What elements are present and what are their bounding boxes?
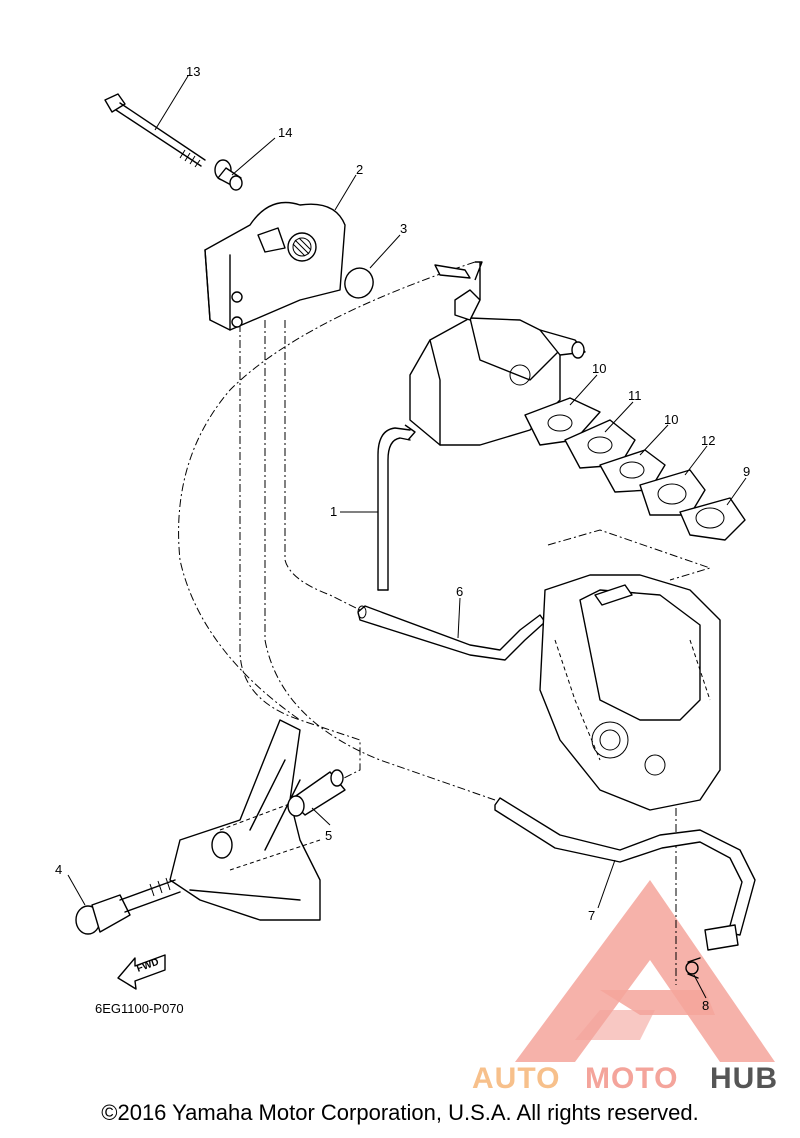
- callout-7: 7: [588, 908, 595, 923]
- callout-14: 5: [325, 828, 332, 843]
- grommet-part-14: [287, 769, 346, 817]
- callout-3: 3: [400, 221, 407, 236]
- callout-1: 1: [330, 504, 337, 519]
- fwd-arrow: FWD: [117, 954, 166, 990]
- watermark-logo: AUTO MOTO HUB: [472, 880, 778, 1095]
- insulator-part-12: [639, 469, 706, 516]
- callout-5: 14: [278, 125, 292, 140]
- drawing-code: 6EG1100-P070: [95, 1001, 184, 1016]
- callout-4: 13: [186, 64, 200, 79]
- callout-12: 12: [701, 433, 715, 448]
- callout-9: 9: [743, 464, 750, 479]
- callout-numbers: 13 14 2 3 1 10 11 10 12 9 6 7 8 4 5: [55, 64, 750, 1013]
- silencer-part-2: [204, 201, 346, 331]
- callout-10b: 10: [664, 412, 678, 427]
- gasket-part-10a: [524, 397, 601, 446]
- hose-part-6: [357, 605, 546, 661]
- watermark-hub: HUB: [710, 1062, 778, 1095]
- carburetor-assembly: [404, 261, 586, 446]
- hose-part-1: [377, 427, 411, 591]
- hose-part-7: [494, 797, 756, 951]
- callout-10a: 10: [592, 361, 606, 376]
- knob-part-13: [75, 877, 181, 935]
- gasket-part-10b: [599, 449, 666, 493]
- copyright-notice: ©2016 Yamaha Motor Corporation, U.S.A. A…: [101, 1100, 699, 1125]
- leader-lines: [67, 75, 747, 999]
- lower-bracket: [169, 719, 321, 921]
- callout-8: 8: [702, 998, 709, 1013]
- gasket-part-9: [679, 497, 746, 541]
- clip-part-8: [685, 957, 701, 979]
- callout-6: 6: [456, 584, 463, 599]
- callout-11: 11: [628, 388, 642, 403]
- o-ring-part-3: [344, 267, 374, 299]
- gasket-part-11: [564, 419, 636, 469]
- callout-13: 4: [55, 862, 62, 877]
- callout-2: 2: [356, 162, 363, 177]
- gasket-stack: [524, 397, 746, 541]
- bolt-part-4: [104, 93, 206, 168]
- watermark-auto: AUTO: [472, 1062, 560, 1095]
- collar-part-5: [214, 159, 243, 191]
- cylinder-head: [539, 574, 721, 811]
- watermark-moto: MOTO: [585, 1062, 678, 1095]
